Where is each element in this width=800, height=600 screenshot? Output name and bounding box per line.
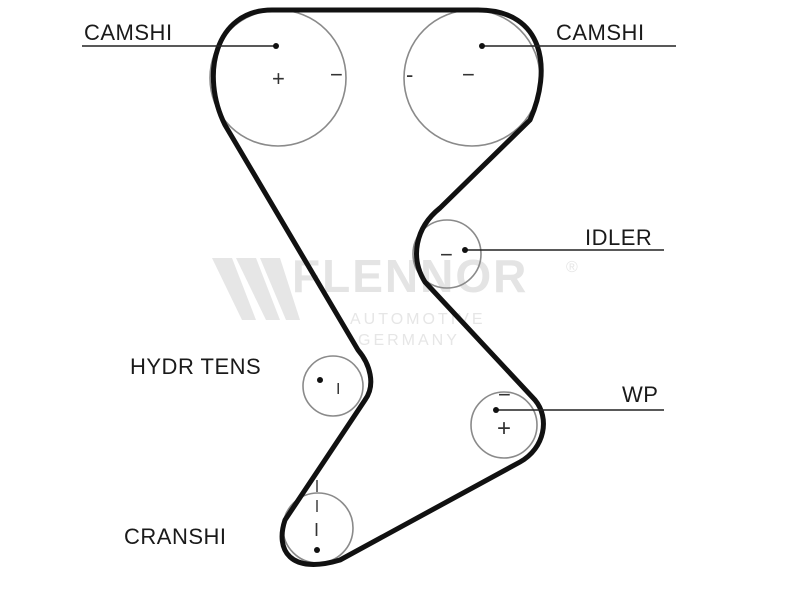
label-camshaft-right: CAMSHI (556, 20, 645, 45)
idler-mark: − (440, 242, 453, 267)
wp-center-dot (493, 407, 499, 413)
watermark-brand: FLENNOR (292, 250, 528, 302)
camshaft-right-center-dot (479, 43, 485, 49)
label-wp: WP (622, 382, 658, 407)
camshaft-right-mark-2: − (462, 62, 475, 87)
camshaft-right-mark-1: - (406, 62, 413, 87)
idler-pulley (412, 219, 482, 289)
wp-mark-2: + (497, 415, 511, 442)
watermark-sub1: AUTOMOTIVE (350, 311, 486, 328)
watermark-registered: ® (566, 259, 581, 276)
label-crankshaft: CRANSHI (124, 524, 227, 549)
hydr-tens-pulley (302, 355, 364, 417)
label-camshaft-left: CAMSHI (84, 20, 173, 45)
wp-mark-1: − (498, 382, 511, 407)
crankshaft-center-dot (314, 547, 320, 553)
camshaft-left-center-dot (273, 43, 279, 49)
crankshaft-mark: I (314, 520, 319, 540)
hydr-tens-mark: I (336, 381, 340, 398)
label-hydr-tens: HYDR TENS (130, 354, 261, 379)
watermark: FLENNOR ® AUTOMOTIVE GERMANY (212, 250, 581, 349)
idler-center-dot (462, 247, 468, 253)
watermark-sub2: GERMANY (358, 332, 460, 349)
hydr-tens-center-dot (317, 377, 323, 383)
watermark-logo (212, 258, 300, 320)
camshaft-left-mark-1: + (272, 66, 285, 91)
camshaft-left-mark-2: − (330, 62, 343, 87)
timing-belt (210, 7, 546, 567)
water-pump-pulley (470, 391, 538, 459)
label-idler: IDLER (585, 225, 652, 250)
